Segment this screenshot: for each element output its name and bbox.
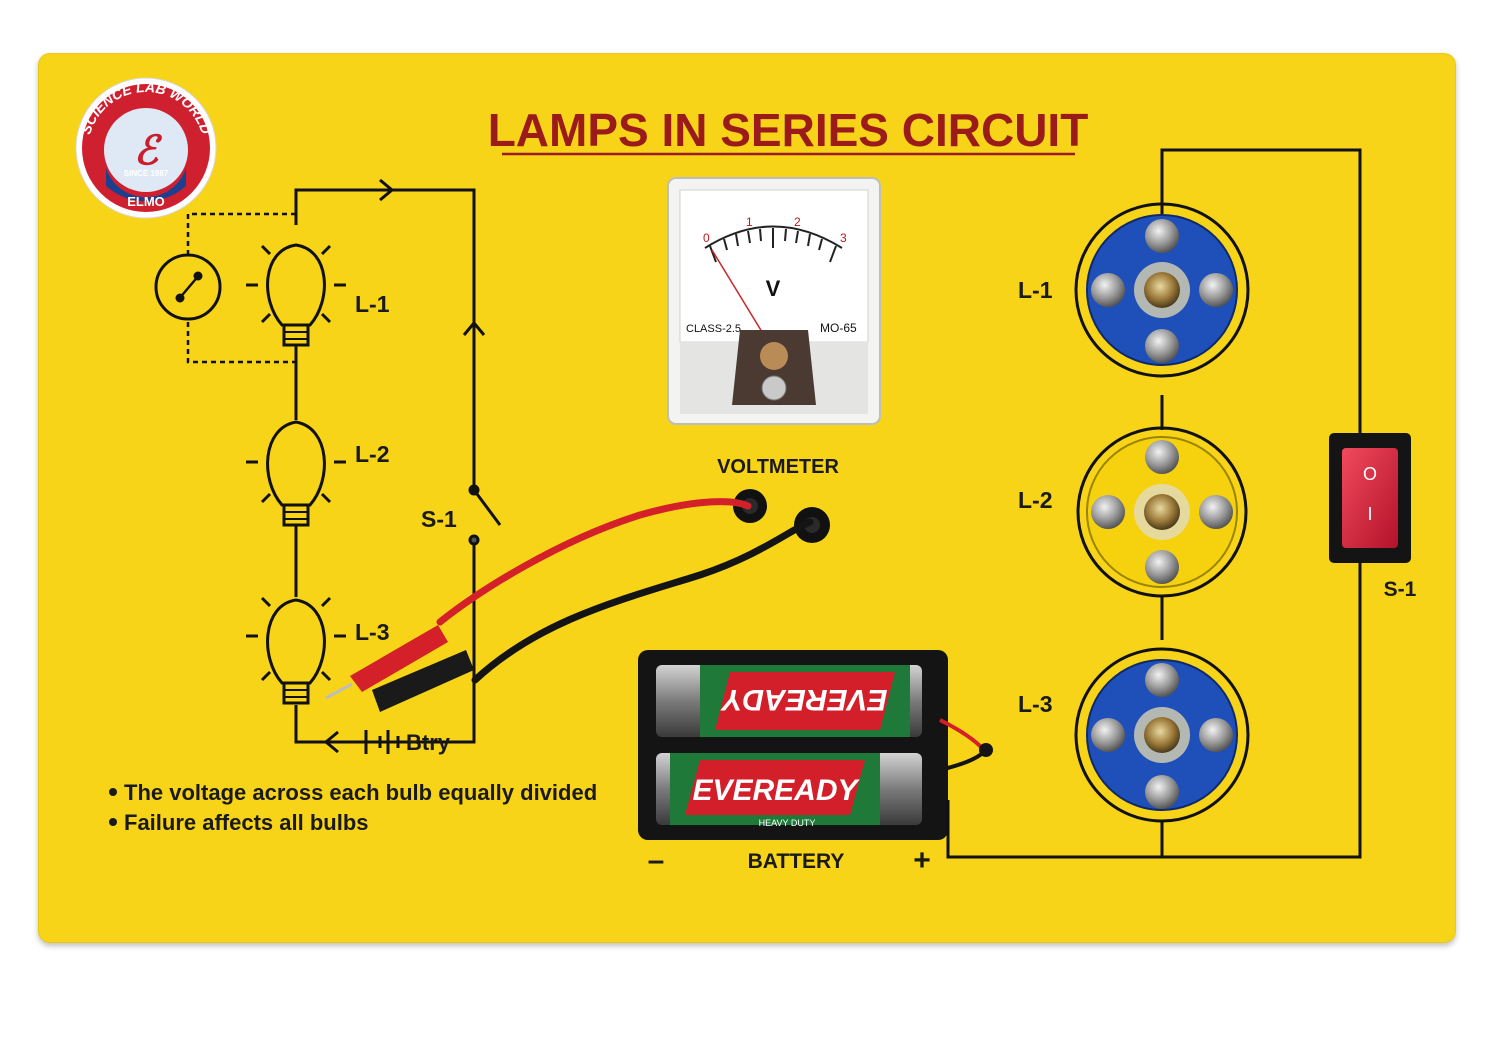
battery-minus: – [648,844,665,877]
lamp-label-l3: L-3 [1018,691,1053,717]
schematic-label-l1: L-1 [355,291,390,317]
note-item-2: Failure affects all bulbs [124,810,369,835]
switch-label: S-1 [1384,578,1417,601]
cell-brand-bottom: EVEREADY [692,774,860,807]
meter-scale-3: 3 [840,231,847,245]
test-leads[interactable] [325,498,814,712]
battery-cell-top: EVEREADY [656,665,922,737]
lamp-holder-l2 [1076,426,1248,598]
note-item-1: The voltage across each bulb equally div… [124,780,597,805]
brand-logo: SCIENCE LAB WORLD ℰ SINCE 1987 ELMO [75,77,217,219]
schematic-label-btry: Btry [406,730,451,755]
lamp-holder-l1 [1074,202,1250,378]
schematic-label-l3: L-3 [355,619,390,645]
meter-needle [711,249,771,346]
svg-text:LAMPS IN SERIES CIRCUIT: LAMPS IN SERIES CIRCUIT [488,104,1089,156]
schematic-label-l2: L-2 [355,441,390,467]
voltmeter: 0 1 2 3 V CLASS-2.5 MO-65 [667,177,881,425]
voltmeter-label: VOLTMETER [717,456,839,478]
meter-class: CLASS-2.5 [686,323,741,335]
schematic-lamp-2-icon [246,420,346,527]
logo-brand: ELMO [127,194,165,209]
meter-scale-1: 1 [746,215,753,229]
battery-cell-bottom: EVEREADY HEAVY DUTY [656,753,922,828]
circuit-wiring [946,148,1362,859]
battery-holder: EVEREADY EVEREADY HEAVY DUTY [638,650,993,840]
switch-on-mark: O [1363,464,1377,484]
schematic-lamp-3-icon [246,596,346,705]
meter-model: MO-65 [820,321,857,335]
schematic-lamp-1-icon [246,243,346,347]
schematic-label-s1: S-1 [421,506,457,532]
svg-text:ℰ: ℰ [134,128,163,173]
meter-unit: V [766,276,781,301]
board-title: LAMPS IN SERIES CIRCUIT [488,104,1089,156]
battery-plus: + [913,844,931,877]
lamp-holder-l3 [1074,647,1250,823]
rocker-switch[interactable]: O I [1329,433,1411,563]
battery-label: BATTERY [748,850,845,873]
cell-sub-bottom: HEAVY DUTY [759,818,816,828]
lamp-label-l1: L-1 [1018,277,1053,303]
logo-since: SINCE 1987 [124,169,169,178]
cell-brand-top: EVEREADY [719,683,887,716]
lamp-label-l2: L-2 [1018,487,1053,513]
switch-off-mark: I [1367,504,1372,524]
series-schematic [154,178,502,754]
notes-list: The voltage across each bulb equally div… [109,780,597,835]
meter-scale-0: 0 [703,231,710,245]
meter-scale-2: 2 [794,215,801,229]
